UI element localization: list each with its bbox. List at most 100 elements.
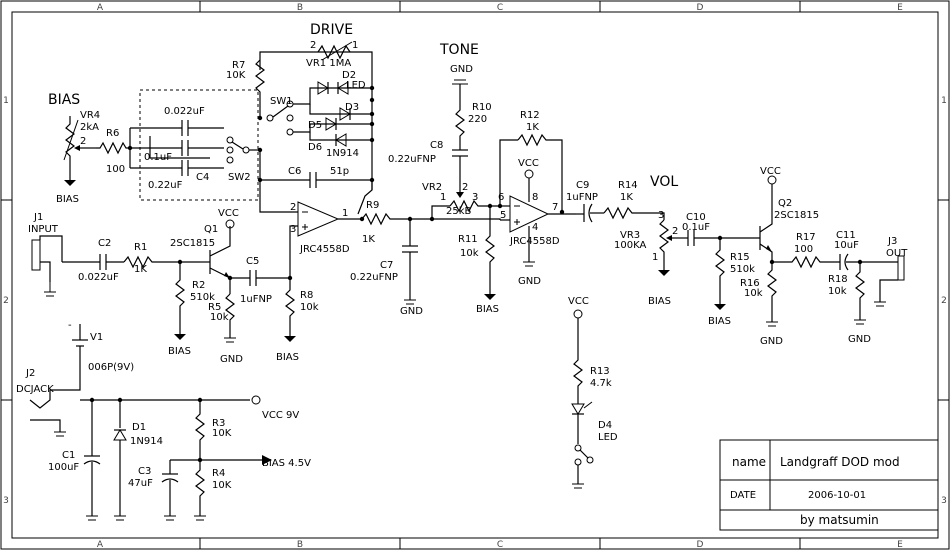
r8-value: 10k xyxy=(300,302,319,313)
r10-value: 220 xyxy=(468,114,487,125)
col-label-e-bottom: E xyxy=(897,540,903,550)
col-label-b-bottom: B xyxy=(297,540,303,550)
col-label-d-top: D xyxy=(697,3,704,13)
row-label-3-left: 3 xyxy=(3,496,9,506)
r2-value: 510k xyxy=(190,292,215,303)
led-vcc-label: VCC xyxy=(568,296,589,307)
c11-value: 10uF xyxy=(834,240,859,251)
v1-minus: - xyxy=(68,320,72,331)
tone-title: TONE xyxy=(439,42,479,58)
c1-label: C1 xyxy=(62,450,75,461)
c2-label: C2 xyxy=(98,238,111,249)
q1-vcc-label: VCC xyxy=(218,208,239,219)
j3-label: J3 xyxy=(887,236,897,247)
title-block-name-value: Landgraff DOD mod xyxy=(780,455,900,469)
r14-label: R14 xyxy=(618,180,638,191)
r3-label: R3 xyxy=(212,418,225,429)
r18-value: 10k xyxy=(828,286,847,297)
r6-label: R6 xyxy=(106,128,119,139)
r2-label: R2 xyxy=(192,280,205,291)
r12-value: 1K xyxy=(526,122,539,133)
vr3-pin2: 2 xyxy=(672,226,678,237)
r15-value: 510k xyxy=(730,264,755,275)
q2-label: Q2 xyxy=(778,198,792,209)
r16-label: R16 xyxy=(740,278,760,289)
r6-value: 100 xyxy=(106,164,125,175)
vr1-pin1: 1 xyxy=(352,40,358,51)
bias-label-r2: BIAS xyxy=(168,346,191,357)
sw2-label: SW2 xyxy=(228,172,251,183)
j2-value: DCJACK xyxy=(16,384,54,395)
col-label-c-bottom: C xyxy=(497,540,503,550)
r1-label: R1 xyxy=(134,242,147,253)
j2-label: J2 xyxy=(25,368,35,379)
cap-022uf-2-label: 0.22uF xyxy=(148,180,183,191)
c4-label: C4 xyxy=(196,172,209,183)
v1-value: 006P(9V) xyxy=(88,362,134,373)
input-stage xyxy=(31,219,298,343)
title-block-author: by matsumin xyxy=(800,513,879,527)
r17-label: R17 xyxy=(796,232,816,243)
d6-value: 1N914 xyxy=(326,148,359,159)
gnd-label-r5: GND xyxy=(220,354,243,365)
c7-label: C7 xyxy=(380,260,393,271)
u2-vcc-label: VCC xyxy=(518,158,539,169)
r4-label: R4 xyxy=(212,468,225,479)
col-label-a-bottom: A xyxy=(97,540,104,550)
r5-value: 10k xyxy=(210,312,229,323)
vr1-pin2: 2 xyxy=(310,40,316,51)
r11-label: R11 xyxy=(458,234,478,245)
bias-label-r11: BIAS xyxy=(476,304,499,315)
j1-value: INPUT xyxy=(28,224,59,235)
vr2-pin3: 3 xyxy=(472,192,478,203)
c1-value: 100uF xyxy=(48,462,79,473)
cap-01uf-label: 0.1uF xyxy=(144,152,172,163)
j3-value: OUT xyxy=(886,248,908,259)
q2-vcc-label: VCC xyxy=(760,166,781,177)
u1-pin2: 2 xyxy=(290,202,296,213)
d3-label: D3 xyxy=(345,102,359,113)
tone-network xyxy=(449,79,500,300)
c9-value: 1uFNP xyxy=(566,192,598,203)
u1-pin3: 3 xyxy=(290,224,296,235)
vr4-value: 2kA xyxy=(80,122,99,133)
bias-label-r8: BIAS xyxy=(276,352,299,363)
d2-value: LED xyxy=(346,80,366,91)
u2-pin6: 6 xyxy=(498,192,504,203)
row-label-3-right: 3 xyxy=(941,496,947,506)
d2-label: D2 xyxy=(342,70,356,81)
r1-value: 1K xyxy=(134,264,147,275)
bias-label-r15: BIAS xyxy=(708,316,731,327)
vr2-value: 25kB xyxy=(446,206,472,217)
r14-value: 1K xyxy=(620,192,633,203)
r7-value: 10K xyxy=(226,70,246,81)
r15-label: R15 xyxy=(730,252,750,263)
col-label-d-bottom: D xyxy=(697,540,704,550)
opamp-2 xyxy=(432,133,576,267)
c6-label: C6 xyxy=(288,166,301,177)
u1-label: JRC4558D xyxy=(299,244,350,255)
title-block-date-label: DATE xyxy=(730,490,756,501)
gnd-label-c7: GND xyxy=(400,306,423,317)
c5-value: 1uFNP xyxy=(240,294,272,305)
c9-label: C9 xyxy=(576,180,589,191)
opamp-1 xyxy=(297,201,450,305)
r17-value: 100 xyxy=(794,244,813,255)
row-label-1-right: 1 xyxy=(941,96,947,106)
row-label-2-left: 2 xyxy=(3,296,9,306)
c10-value: 0.1uF xyxy=(682,222,710,233)
r7-label: R7 xyxy=(232,60,245,71)
bias-select-network xyxy=(63,89,260,201)
q1-value: 2SC1815 xyxy=(170,238,215,249)
d5-label: D5 xyxy=(308,120,322,131)
vr2-pin1: 1 xyxy=(440,192,446,203)
r4-value: 10K xyxy=(212,480,232,491)
d1-label: D1 xyxy=(132,422,146,433)
vol-title: VOL xyxy=(650,174,678,190)
bias-title: BIAS xyxy=(48,92,80,108)
title-block-name-label: name xyxy=(732,455,766,469)
d6-label: D6 xyxy=(308,142,322,153)
row-label-1-left: 1 xyxy=(3,96,9,106)
